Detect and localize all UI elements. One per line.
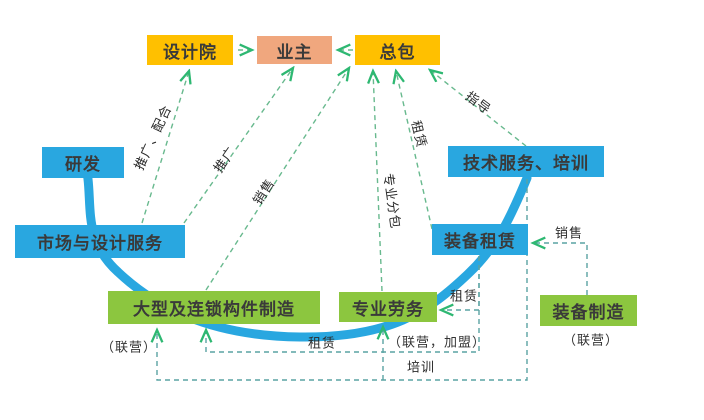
sublabel-professional-labor: （联营，加盟） (387, 335, 487, 351)
edge-promote (183, 68, 293, 224)
node-component-manufacturing: 大型及连锁构件制造 (108, 291, 320, 324)
edge-sales-right (533, 243, 588, 295)
node-rnd: 研发 (42, 147, 124, 178)
edge-lease-mid (396, 71, 433, 230)
node-professional-labor: 专业劳务 (339, 292, 437, 322)
node-equipment-leasing: 装备租赁 (432, 224, 528, 255)
node-owner: 业主 (257, 36, 332, 64)
node-equipment-manufacturing: 装备制造 (540, 295, 637, 326)
edge-label-lease-right: 租赁 (449, 289, 479, 305)
edge-training (157, 179, 528, 381)
node-design-institute: 设计院 (147, 35, 233, 65)
edge-professional-subcontract (373, 71, 383, 292)
edge-lease-bottom (206, 256, 480, 353)
sublabel-component-manufacturing: （联营） (100, 340, 158, 356)
edge-guidance (430, 70, 527, 147)
node-tech-service-training: 技术服务、培训 (448, 146, 604, 177)
node-general-contractor: 总包 (355, 35, 440, 65)
edge-label-sales-right: 销售 (554, 226, 584, 242)
edge-sales-left (205, 68, 349, 291)
sublabel-equipment-manufacturing: （联营） (562, 333, 620, 349)
edge-label-lease-bottom: 租赁 (307, 336, 337, 352)
node-market-design-service: 市场与设计服务 (15, 225, 185, 258)
edge-label-training: 培训 (406, 360, 436, 376)
